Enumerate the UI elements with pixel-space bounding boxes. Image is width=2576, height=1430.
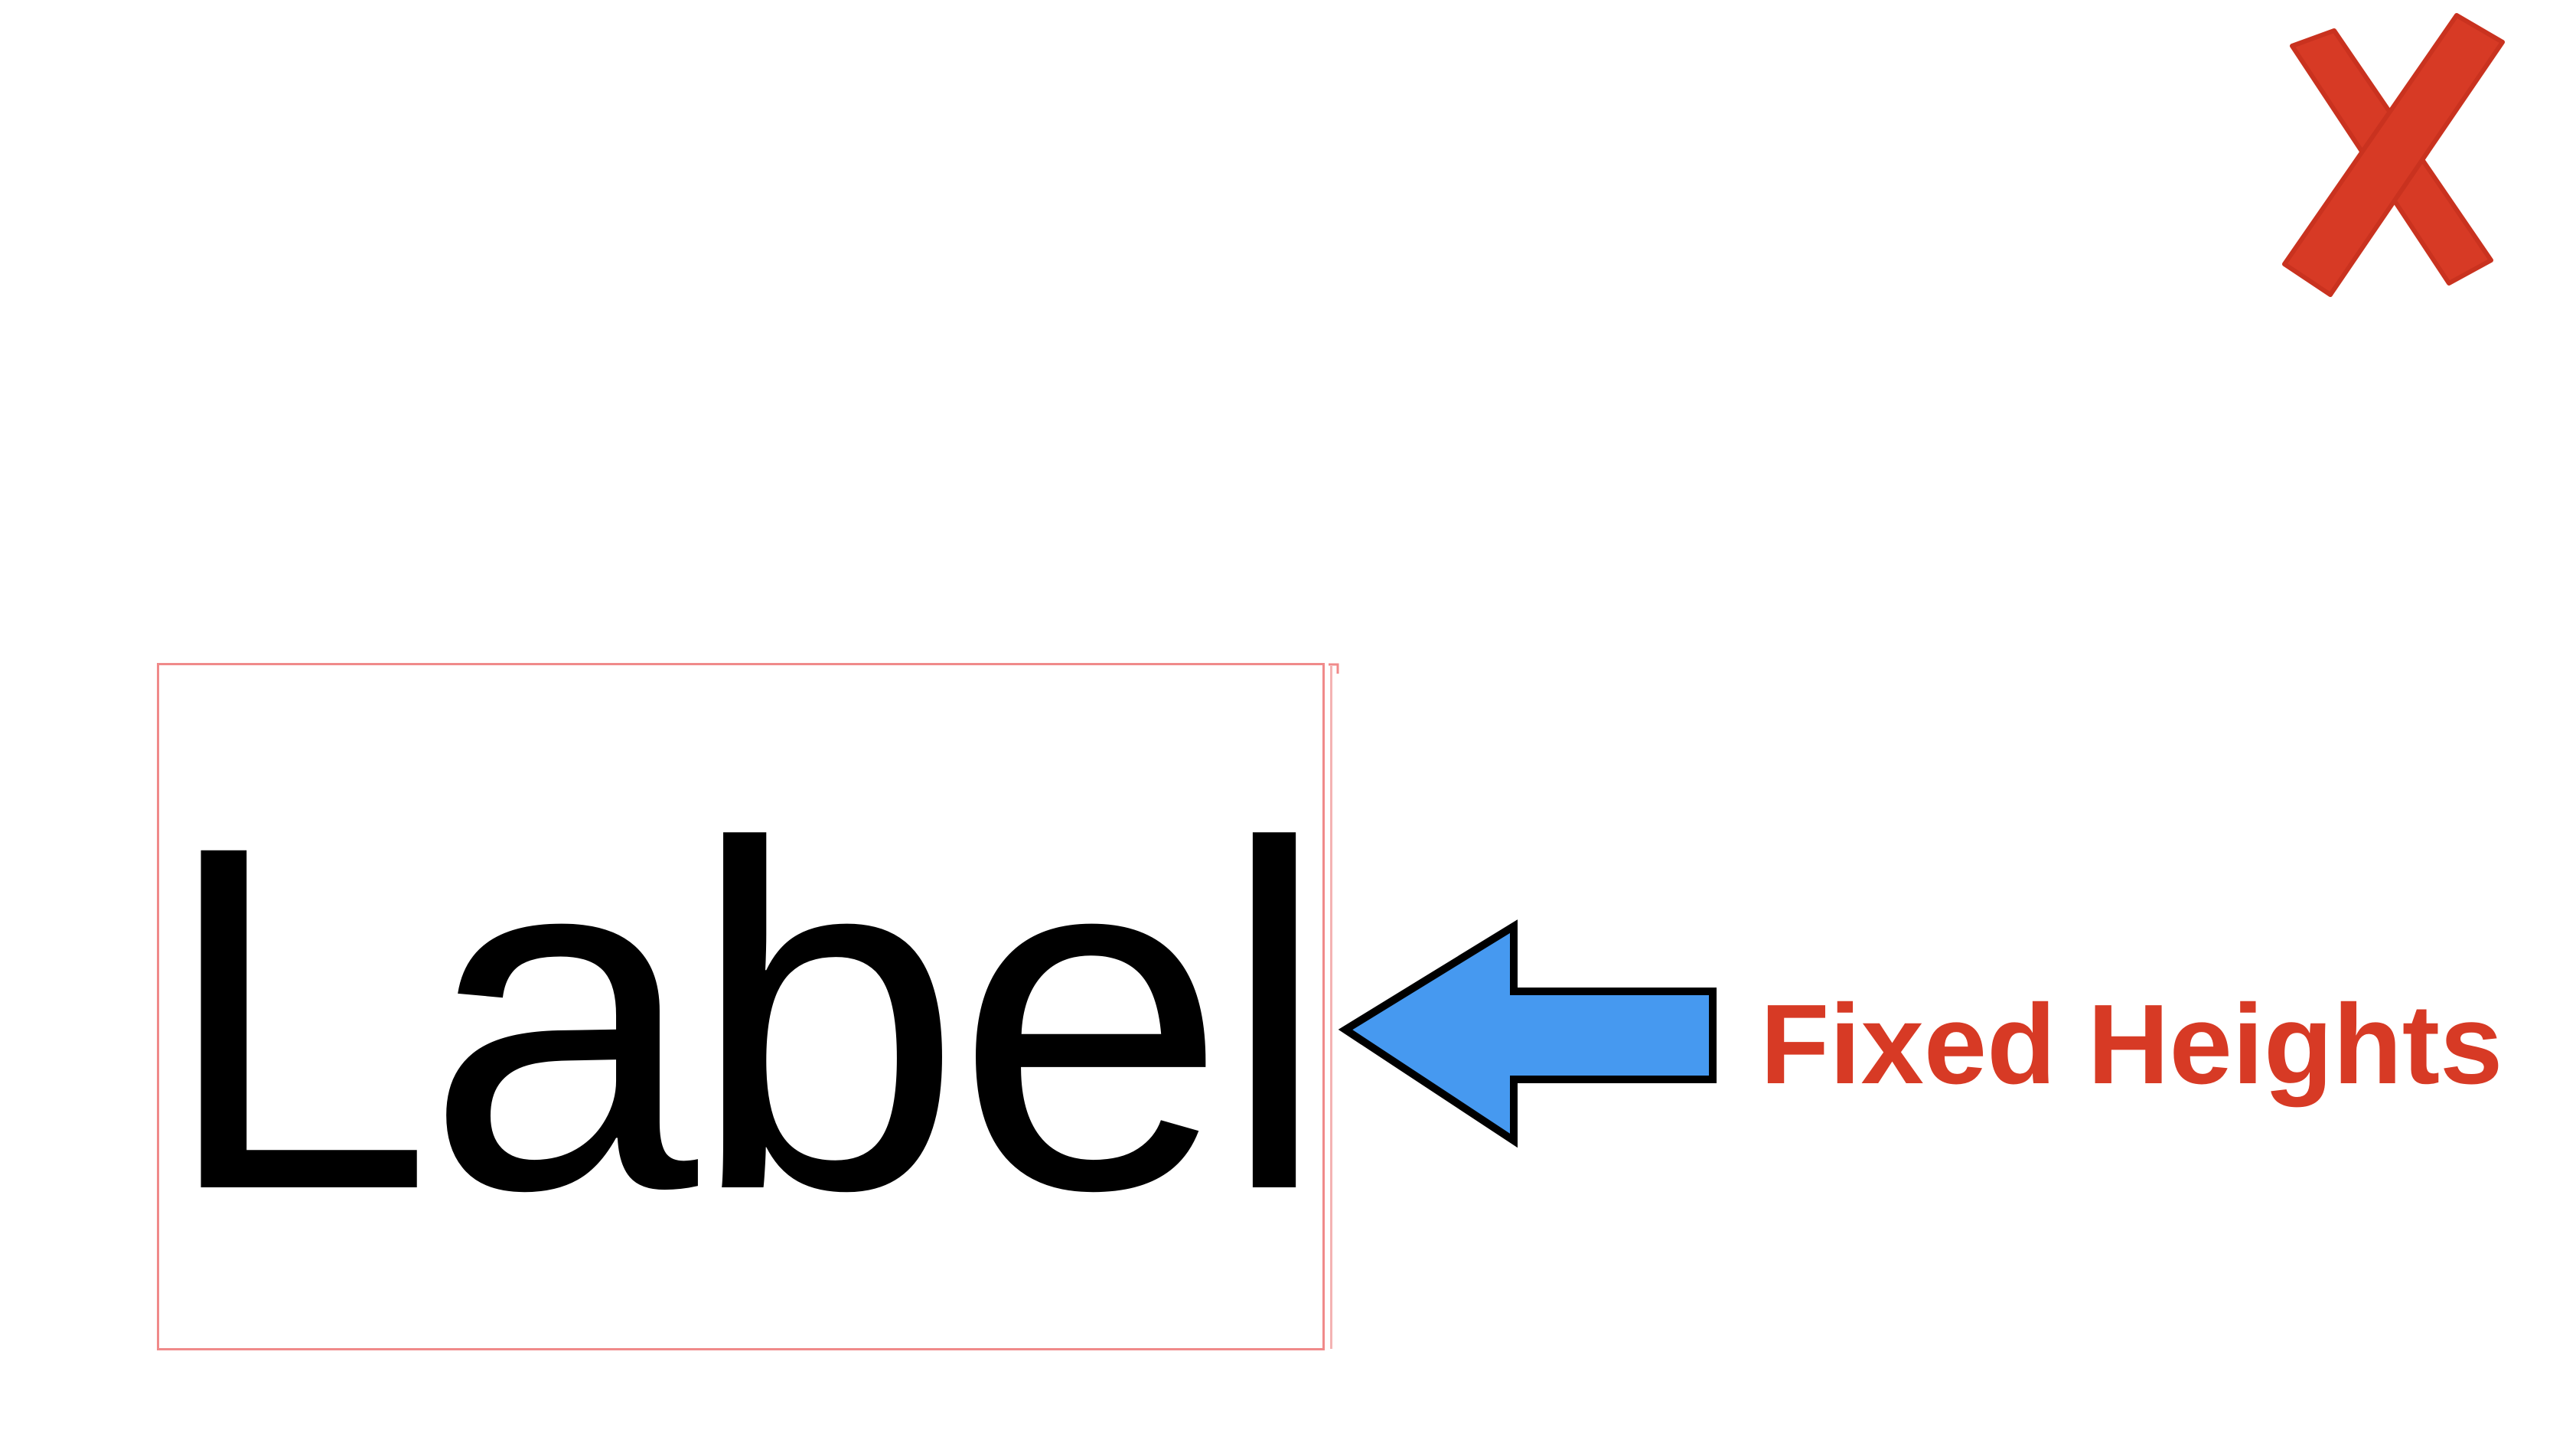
- resize-handle: [1325, 661, 1341, 677]
- left-arrow-icon: [1338, 915, 1720, 1152]
- box-edge-line: [1330, 666, 1332, 1349]
- label-bounding-box: [157, 663, 1325, 1350]
- label-text: Label: [161, 744, 1329, 1291]
- caption-fixed-heights: Fixed Heights: [1760, 981, 2503, 1108]
- red-x-icon: [2261, 0, 2522, 306]
